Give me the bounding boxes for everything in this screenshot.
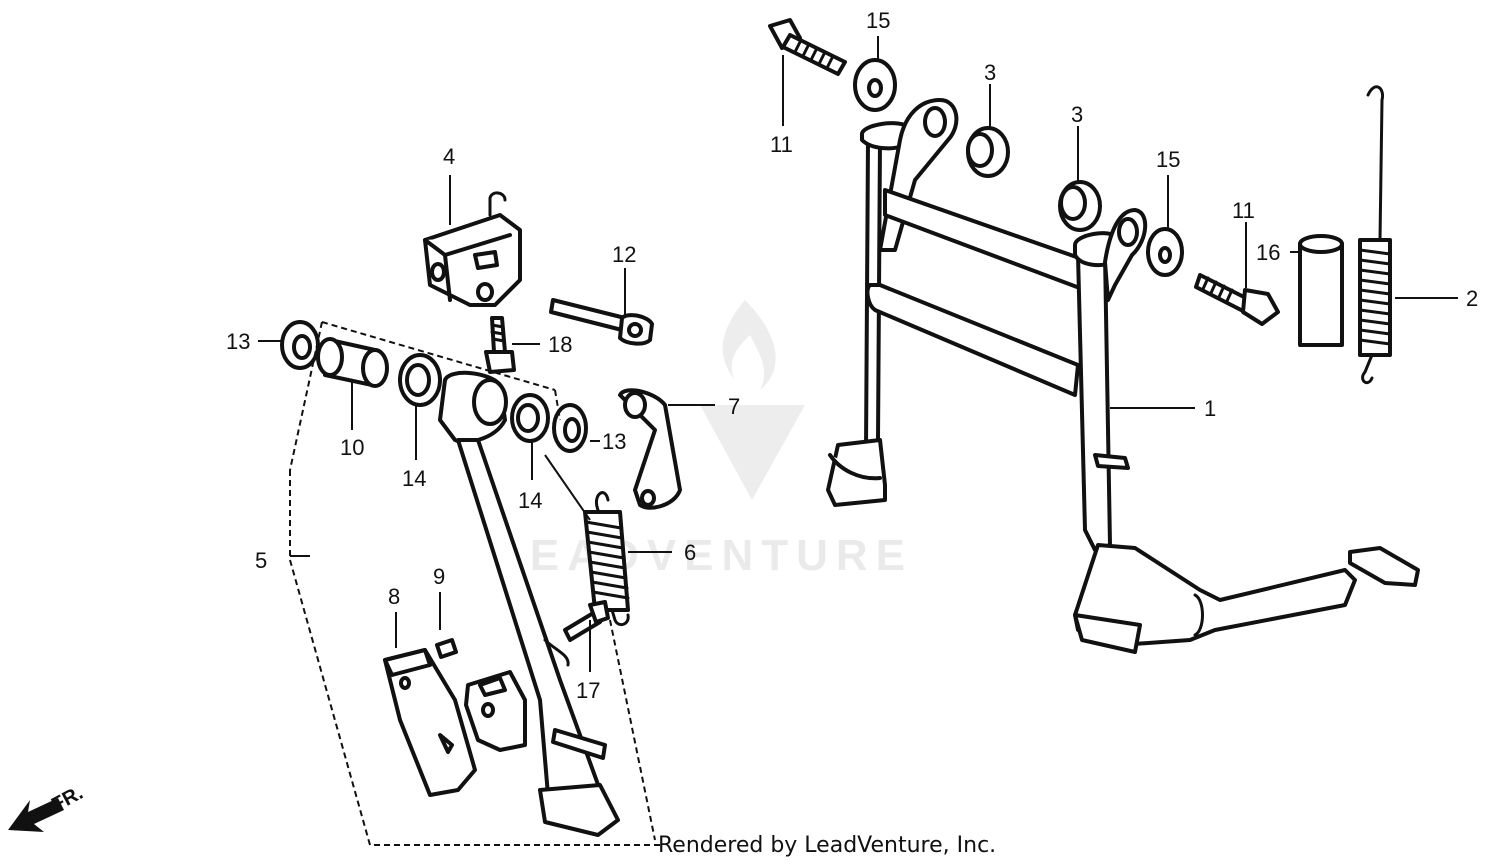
leader-lines: [258, 36, 1458, 672]
callout-14-a: 14: [402, 466, 426, 491]
collar-3-a: [966, 126, 1010, 178]
callout-13-b: 13: [602, 429, 626, 454]
callout-11-b: 11: [1232, 198, 1255, 223]
washer-13-right: [552, 403, 588, 453]
callout-9: 9: [433, 564, 445, 589]
callout-17: 17: [576, 678, 600, 703]
callout-6: 6: [684, 540, 696, 565]
bearing-14-left: [398, 353, 442, 407]
front-direction-indicator: FR.: [8, 782, 87, 832]
callout-13-a: 13: [226, 329, 250, 354]
callout-7: 7: [728, 394, 740, 419]
callout-3-b: 3: [1071, 102, 1083, 127]
callout-3-a: 3: [984, 60, 996, 85]
watermark: LEADVENTURE: [495, 300, 913, 580]
callout-2: 2: [1466, 286, 1478, 311]
watermark-text: LEADVENTURE: [495, 531, 913, 580]
callout-18: 18: [548, 332, 572, 357]
callout-1: 1: [1204, 396, 1216, 421]
washer-15-right: [1146, 227, 1184, 277]
callout-10: 10: [340, 435, 364, 460]
bolt-17: [563, 600, 610, 642]
collar-10: [316, 337, 389, 388]
callout-11-a: 11: [770, 132, 793, 157]
washer-15-top: [853, 58, 897, 112]
render-credit: Rendered by LeadVenture, Inc.: [658, 833, 997, 858]
pad-clip: [464, 670, 527, 752]
callout-8: 8: [388, 584, 400, 609]
callout-labels: 1 2 3 3 4 5 6 7 8 9 10 11 11 12 13 13 14…: [226, 8, 1478, 703]
pin-9: [435, 638, 458, 659]
watermark-v-icon: [700, 405, 805, 500]
callout-14-b: 14: [518, 488, 542, 513]
spring-6: [544, 454, 630, 627]
collar-16: [1298, 234, 1344, 347]
callout-16: 16: [1256, 240, 1280, 265]
pad-8: [383, 648, 477, 797]
front-arrow-icon: [8, 798, 64, 832]
callout-4: 4: [443, 144, 455, 169]
bearing-14-right: [510, 393, 550, 443]
assembly-5-outline: [289, 321, 660, 846]
bolt-18: [484, 316, 516, 374]
callout-15-a: 15: [866, 8, 890, 33]
side-stand-body: [438, 370, 620, 837]
callout-15-b: 15: [1156, 147, 1180, 172]
bracket-4: [423, 191, 522, 307]
watermark-flame-icon: [722, 300, 776, 390]
callout-12: 12: [612, 242, 636, 267]
collar-3-b: [1058, 180, 1102, 232]
main-stand: [826, 98, 1420, 654]
callout-5: 5: [255, 548, 267, 573]
spring-2: [1358, 85, 1392, 385]
bolt-11-right: [1194, 273, 1280, 326]
arm-7: [618, 388, 682, 510]
bolt-11-top: [768, 18, 847, 76]
bolt-12: [549, 298, 654, 346]
